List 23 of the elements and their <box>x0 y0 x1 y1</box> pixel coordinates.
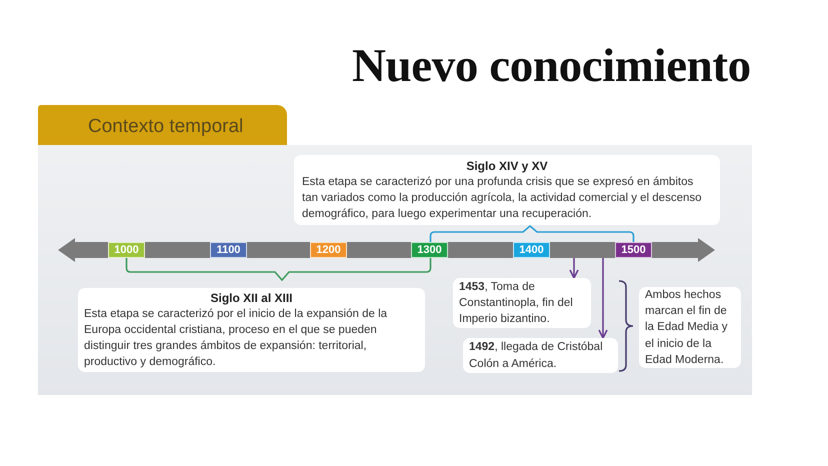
text-card <box>463 338 618 373</box>
text-card <box>639 287 741 368</box>
card-text: 1453, Toma de Constantinopla, fin del Imperio bizantino. <box>459 280 574 328</box>
card-heading: Siglo XII al XIII <box>209 290 294 306</box>
year-marker: 1400 <box>513 242 550 258</box>
text-card <box>294 155 720 225</box>
arrow <box>598 258 608 339</box>
year-marker: 1100 <box>210 242 247 258</box>
card-text: Esta etapa se caracterizó por una profunda crisis que se expresó en ámbitos tan variados como la producción agrícola, la actividad comercial y el descenso demográfico, para luego experimentar una recuperación. <box>302 174 703 222</box>
year-marker: 1000 <box>108 242 145 258</box>
text-card <box>78 288 425 372</box>
text-card <box>453 278 591 328</box>
timeline-bar <box>58 238 715 262</box>
year-marker: 1300 <box>411 242 448 258</box>
tab-heading: Contexto temporal <box>38 105 287 145</box>
year-marker: 1200 <box>310 242 347 258</box>
card-text: Esta etapa se caracterizó por el inicio de la expansión de la Europa occidental cristiana, proceso en el que se pueden distinguir tres grandes ámbitos de expansión: territorial, productivo y demográfico. <box>84 306 388 370</box>
card-text: 1492, llegada de Cristóbal Colón a América. <box>469 340 604 372</box>
arrow <box>569 258 579 279</box>
page-title: Nuevo conocimiento <box>352 39 751 94</box>
card-heading: Siglo XIV y XV <box>465 158 549 174</box>
year-marker: 1500 <box>615 242 652 258</box>
card-text: Ambos hechos marcan el fin de la Edad Media y el inicio de la Edad Moderna. <box>645 288 728 368</box>
